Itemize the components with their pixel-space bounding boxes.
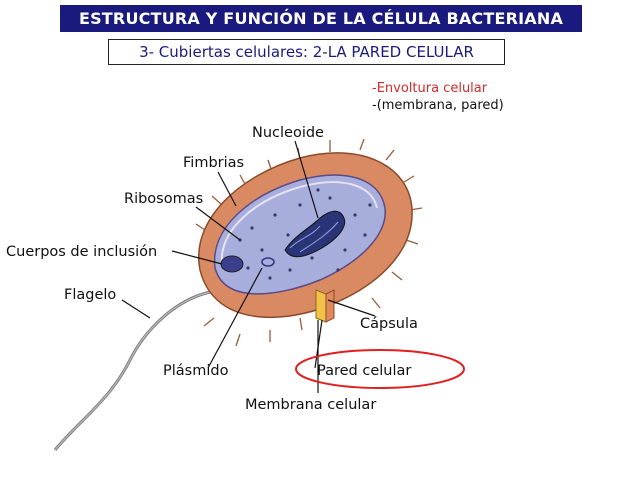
label-capsula: Cápsula [360, 316, 418, 332]
cell-membrane-edge [220, 181, 378, 267]
wall-layer [325, 289, 335, 323]
leader-lines [121, 140, 376, 393]
label-membrana-celular: Membrana celular [245, 397, 377, 413]
label-ribosomas: Ribosomas [124, 191, 204, 207]
label-flagelo: Flagelo [64, 287, 117, 303]
highlight-ellipse [295, 349, 465, 389]
plasmid [261, 257, 275, 267]
label-plasmido: Plásmido [163, 363, 229, 379]
label-nucleoide: Nucleoide [252, 125, 324, 141]
section-subtitle: 3- Cubiertas celulares: 2-LA PARED CELUL… [108, 39, 505, 65]
note-membrana-pared: -(membrana, pared) [372, 98, 504, 113]
label-cuerpos-inclusion: Cuerpos de inclusión [6, 244, 158, 260]
label-pared-celular: Pared celular [317, 363, 412, 379]
flagellum-highlight [54, 291, 211, 451]
capsule-layer [315, 289, 327, 323]
note-envoltura: -Envoltura celular [372, 81, 488, 96]
fimbriae [195, 138, 423, 347]
page-title: ESTRUCTURA Y FUNCIÓN DE LA CÉLULA BACTER… [60, 5, 582, 32]
nucleoid-strands [289, 221, 339, 253]
label-fimbrias: Fimbrias [183, 155, 245, 171]
nucleoid [284, 210, 346, 258]
inclusion-body [220, 255, 244, 273]
